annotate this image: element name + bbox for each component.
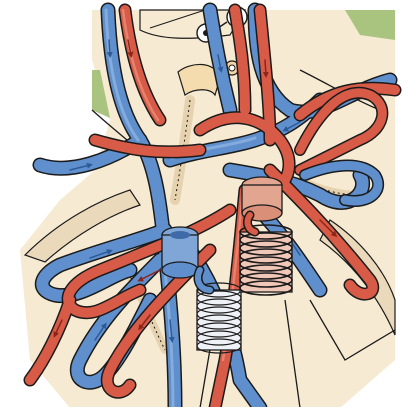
heart-pump-blue bbox=[162, 227, 198, 278]
